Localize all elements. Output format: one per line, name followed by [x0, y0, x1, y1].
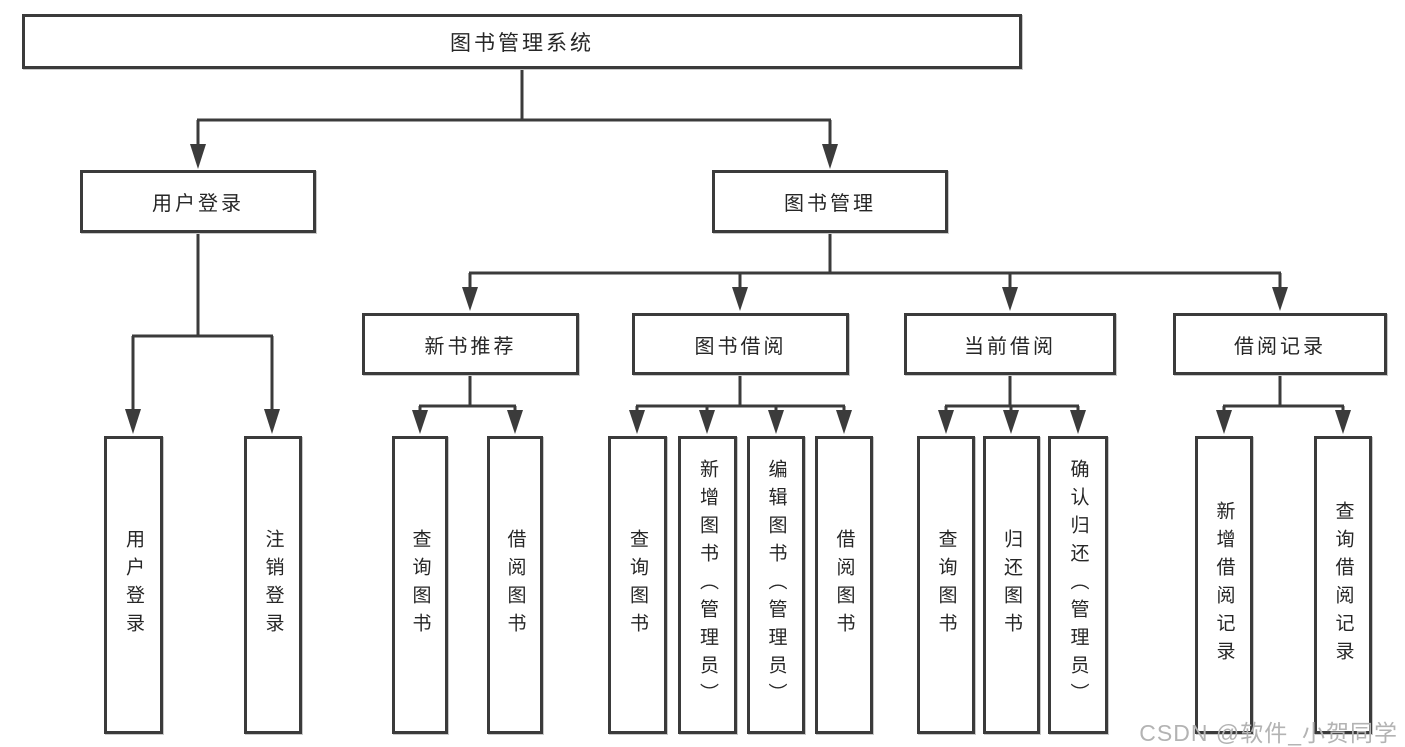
node-label: 查询图书: [935, 529, 957, 641]
node-library-management-system: 图书管理系统: [22, 14, 1022, 69]
leaf-user-login: 用户登录: [104, 436, 163, 734]
node-label: 注销登录: [262, 529, 284, 641]
node-label: 当前借阅: [964, 335, 1056, 358]
leaf-logout: 注销登录: [244, 436, 302, 734]
leaf-query-books-current: 查询图书: [917, 436, 975, 734]
connector-current-borrowing-to-leaves: [938, 375, 1086, 434]
leaf-add-borrow-record: 新增借阅记录: [1195, 436, 1253, 734]
leaf-query-books-borrowing: 查询图书: [608, 436, 667, 734]
leaf-query-books-recommend: 查询图书: [392, 436, 448, 734]
connector-user-login-to-leaves: [125, 233, 280, 434]
node-label: 查询图书: [627, 529, 648, 641]
connector-new-book-recommendation-to-leaves: [412, 375, 523, 434]
connector-book-management-to-level2: [462, 233, 1288, 311]
node-book-management: 图书管理: [712, 170, 948, 233]
leaf-add-book-admin: 新增图书（管理员）: [678, 436, 737, 734]
node-label: 新书推荐: [424, 335, 517, 358]
leaf-query-borrow-record: 查询借阅记录: [1314, 436, 1372, 734]
connector-borrowing-records-to-leaves: [1216, 375, 1351, 434]
node-label: 查询图书: [409, 529, 431, 641]
connector-book-borrowing-to-leaves: [629, 375, 852, 434]
node-label: 借阅记录: [1234, 335, 1326, 358]
node-user-login: 用户登录: [80, 170, 316, 233]
node-label: 图书管理系统: [450, 31, 594, 55]
node-new-book-recommendation: 新书推荐: [362, 313, 579, 375]
node-label: 借阅图书: [833, 529, 855, 641]
node-current-borrowing: 当前借阅: [904, 313, 1116, 375]
node-label: 编辑图书（管理员）: [765, 459, 787, 711]
leaf-borrow-books-borrowing: 借阅图书: [815, 436, 873, 734]
leaf-borrow-books-recommend: 借阅图书: [487, 436, 543, 734]
node-label: 借阅图书: [504, 529, 526, 641]
leaf-confirm-return-admin: 确认归还（管理员）: [1048, 436, 1108, 734]
csdn-watermark: CSDN @软件_小贺同学: [1139, 720, 1398, 746]
node-label: 用户登录: [123, 529, 144, 641]
node-label: 新增图书（管理员）: [697, 459, 718, 711]
node-label: 图书借阅: [694, 335, 787, 358]
leaf-return-books: 归还图书: [983, 436, 1040, 734]
node-label: 归还图书: [1001, 529, 1022, 641]
node-book-borrowing: 图书借阅: [632, 313, 849, 375]
node-label: 用户登录: [152, 193, 244, 215]
node-label: 查询借阅记录: [1332, 501, 1354, 669]
leaf-edit-book-admin: 编辑图书（管理员）: [747, 436, 805, 734]
node-label: 确认归还（管理员）: [1067, 459, 1089, 711]
connector-root-to-level1: [190, 69, 838, 169]
node-label: 图书管理: [784, 193, 876, 215]
node-borrowing-records: 借阅记录: [1173, 313, 1387, 375]
node-label: 新增借阅记录: [1213, 501, 1235, 669]
